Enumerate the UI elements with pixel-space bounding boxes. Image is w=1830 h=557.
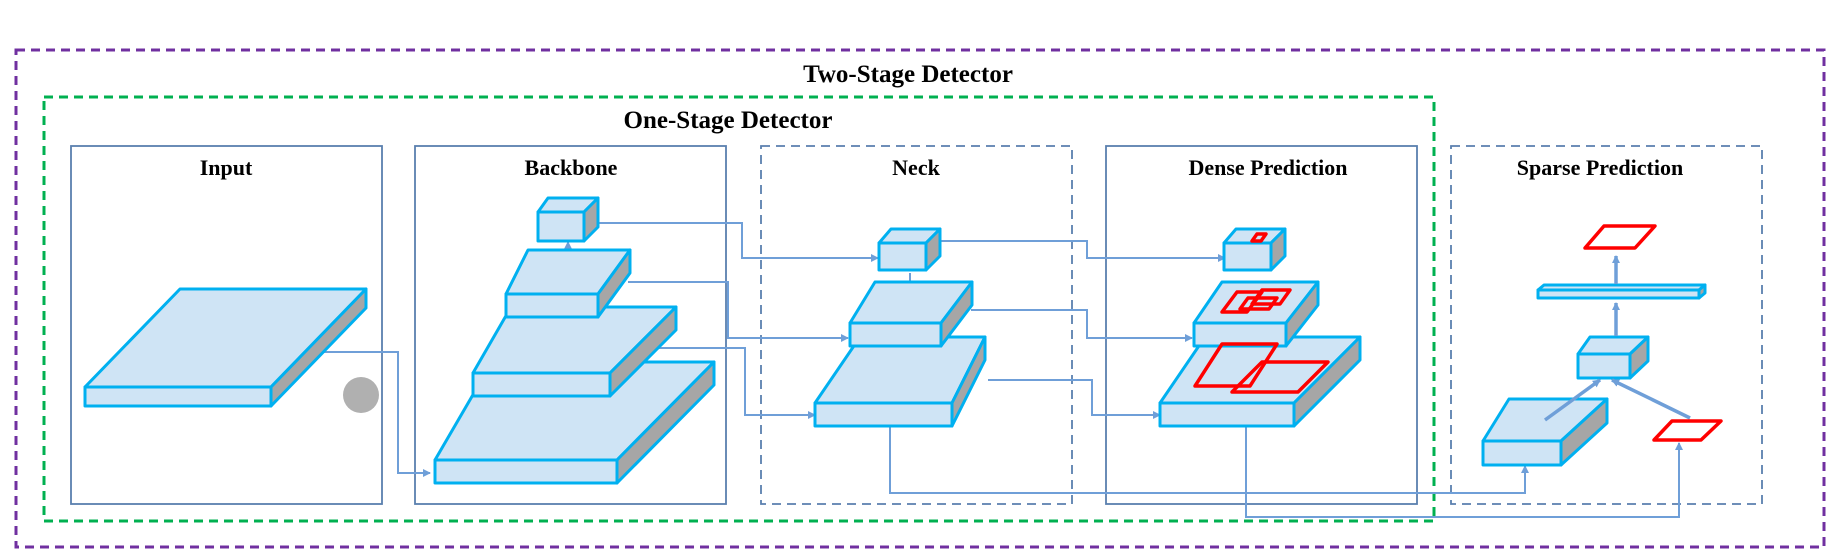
one-stage-region-border bbox=[42, 95, 1436, 523]
sparse-arrow-block-to-block bbox=[1543, 378, 1602, 422]
dense-box-large-1 bbox=[1193, 342, 1279, 388]
connector-neck-low-to-dense-low bbox=[988, 379, 1161, 419]
neck-block-2 bbox=[848, 280, 974, 348]
input-panel-title: Input bbox=[200, 155, 253, 180]
sparse-prediction-panel bbox=[1450, 145, 1763, 505]
input-image-block bbox=[83, 287, 368, 408]
neck-block-1 bbox=[813, 335, 987, 428]
neck-panel-title: Neck bbox=[892, 155, 940, 180]
backbone-block-4 bbox=[536, 196, 600, 243]
sparse-red-boxes bbox=[1583, 224, 1723, 442]
sparse-prediction-panel-title: Sparse Prediction bbox=[1517, 155, 1683, 180]
dense-box-large-2 bbox=[1230, 360, 1330, 394]
connector-backbone-low-to-neck-low bbox=[646, 347, 816, 419]
backbone-block-2 bbox=[471, 305, 678, 398]
backbone-panel bbox=[414, 145, 727, 505]
dense-block-1 bbox=[1158, 335, 1362, 428]
two-stage-region-border bbox=[14, 48, 1826, 549]
sparse-connectors bbox=[1543, 255, 1691, 422]
two-stage-label: Two-Stage Detector bbox=[803, 61, 1013, 88]
sparse-block-2 bbox=[1576, 335, 1650, 380]
connector-backbone-top-to-neck-top bbox=[596, 222, 879, 262]
dense-red-boxes bbox=[1193, 232, 1330, 394]
backbone-block-3 bbox=[504, 248, 632, 319]
neck-block-3 bbox=[877, 227, 942, 272]
connector-neck-top-to-dense-top bbox=[940, 240, 1226, 262]
connector-neck-mid-to-dense-mid bbox=[971, 309, 1193, 342]
input-panel bbox=[70, 145, 383, 505]
backbone-panel-title: Backbone bbox=[525, 155, 618, 180]
dense-box-small bbox=[1250, 232, 1268, 243]
neck-panel bbox=[760, 145, 1073, 505]
dense-prediction-panel-title: Dense Prediction bbox=[1188, 155, 1347, 180]
input-circle-marker bbox=[343, 377, 379, 413]
sparse-proposal-box bbox=[1652, 419, 1723, 442]
dense-box-mid-3 bbox=[1238, 296, 1279, 311]
connector-input-to-backbone bbox=[312, 351, 431, 477]
sparse-block-1 bbox=[1481, 397, 1609, 467]
sparse-output-box bbox=[1583, 224, 1657, 250]
sparse-arrow-proposal-to-block bbox=[1611, 378, 1691, 420]
one-stage-label: One-Stage Detector bbox=[624, 107, 833, 134]
connector-backbone-mid-to-neck-mid bbox=[628, 281, 849, 342]
sparse-flat-layer bbox=[1536, 283, 1707, 300]
dense-prediction-panel bbox=[1105, 145, 1418, 505]
